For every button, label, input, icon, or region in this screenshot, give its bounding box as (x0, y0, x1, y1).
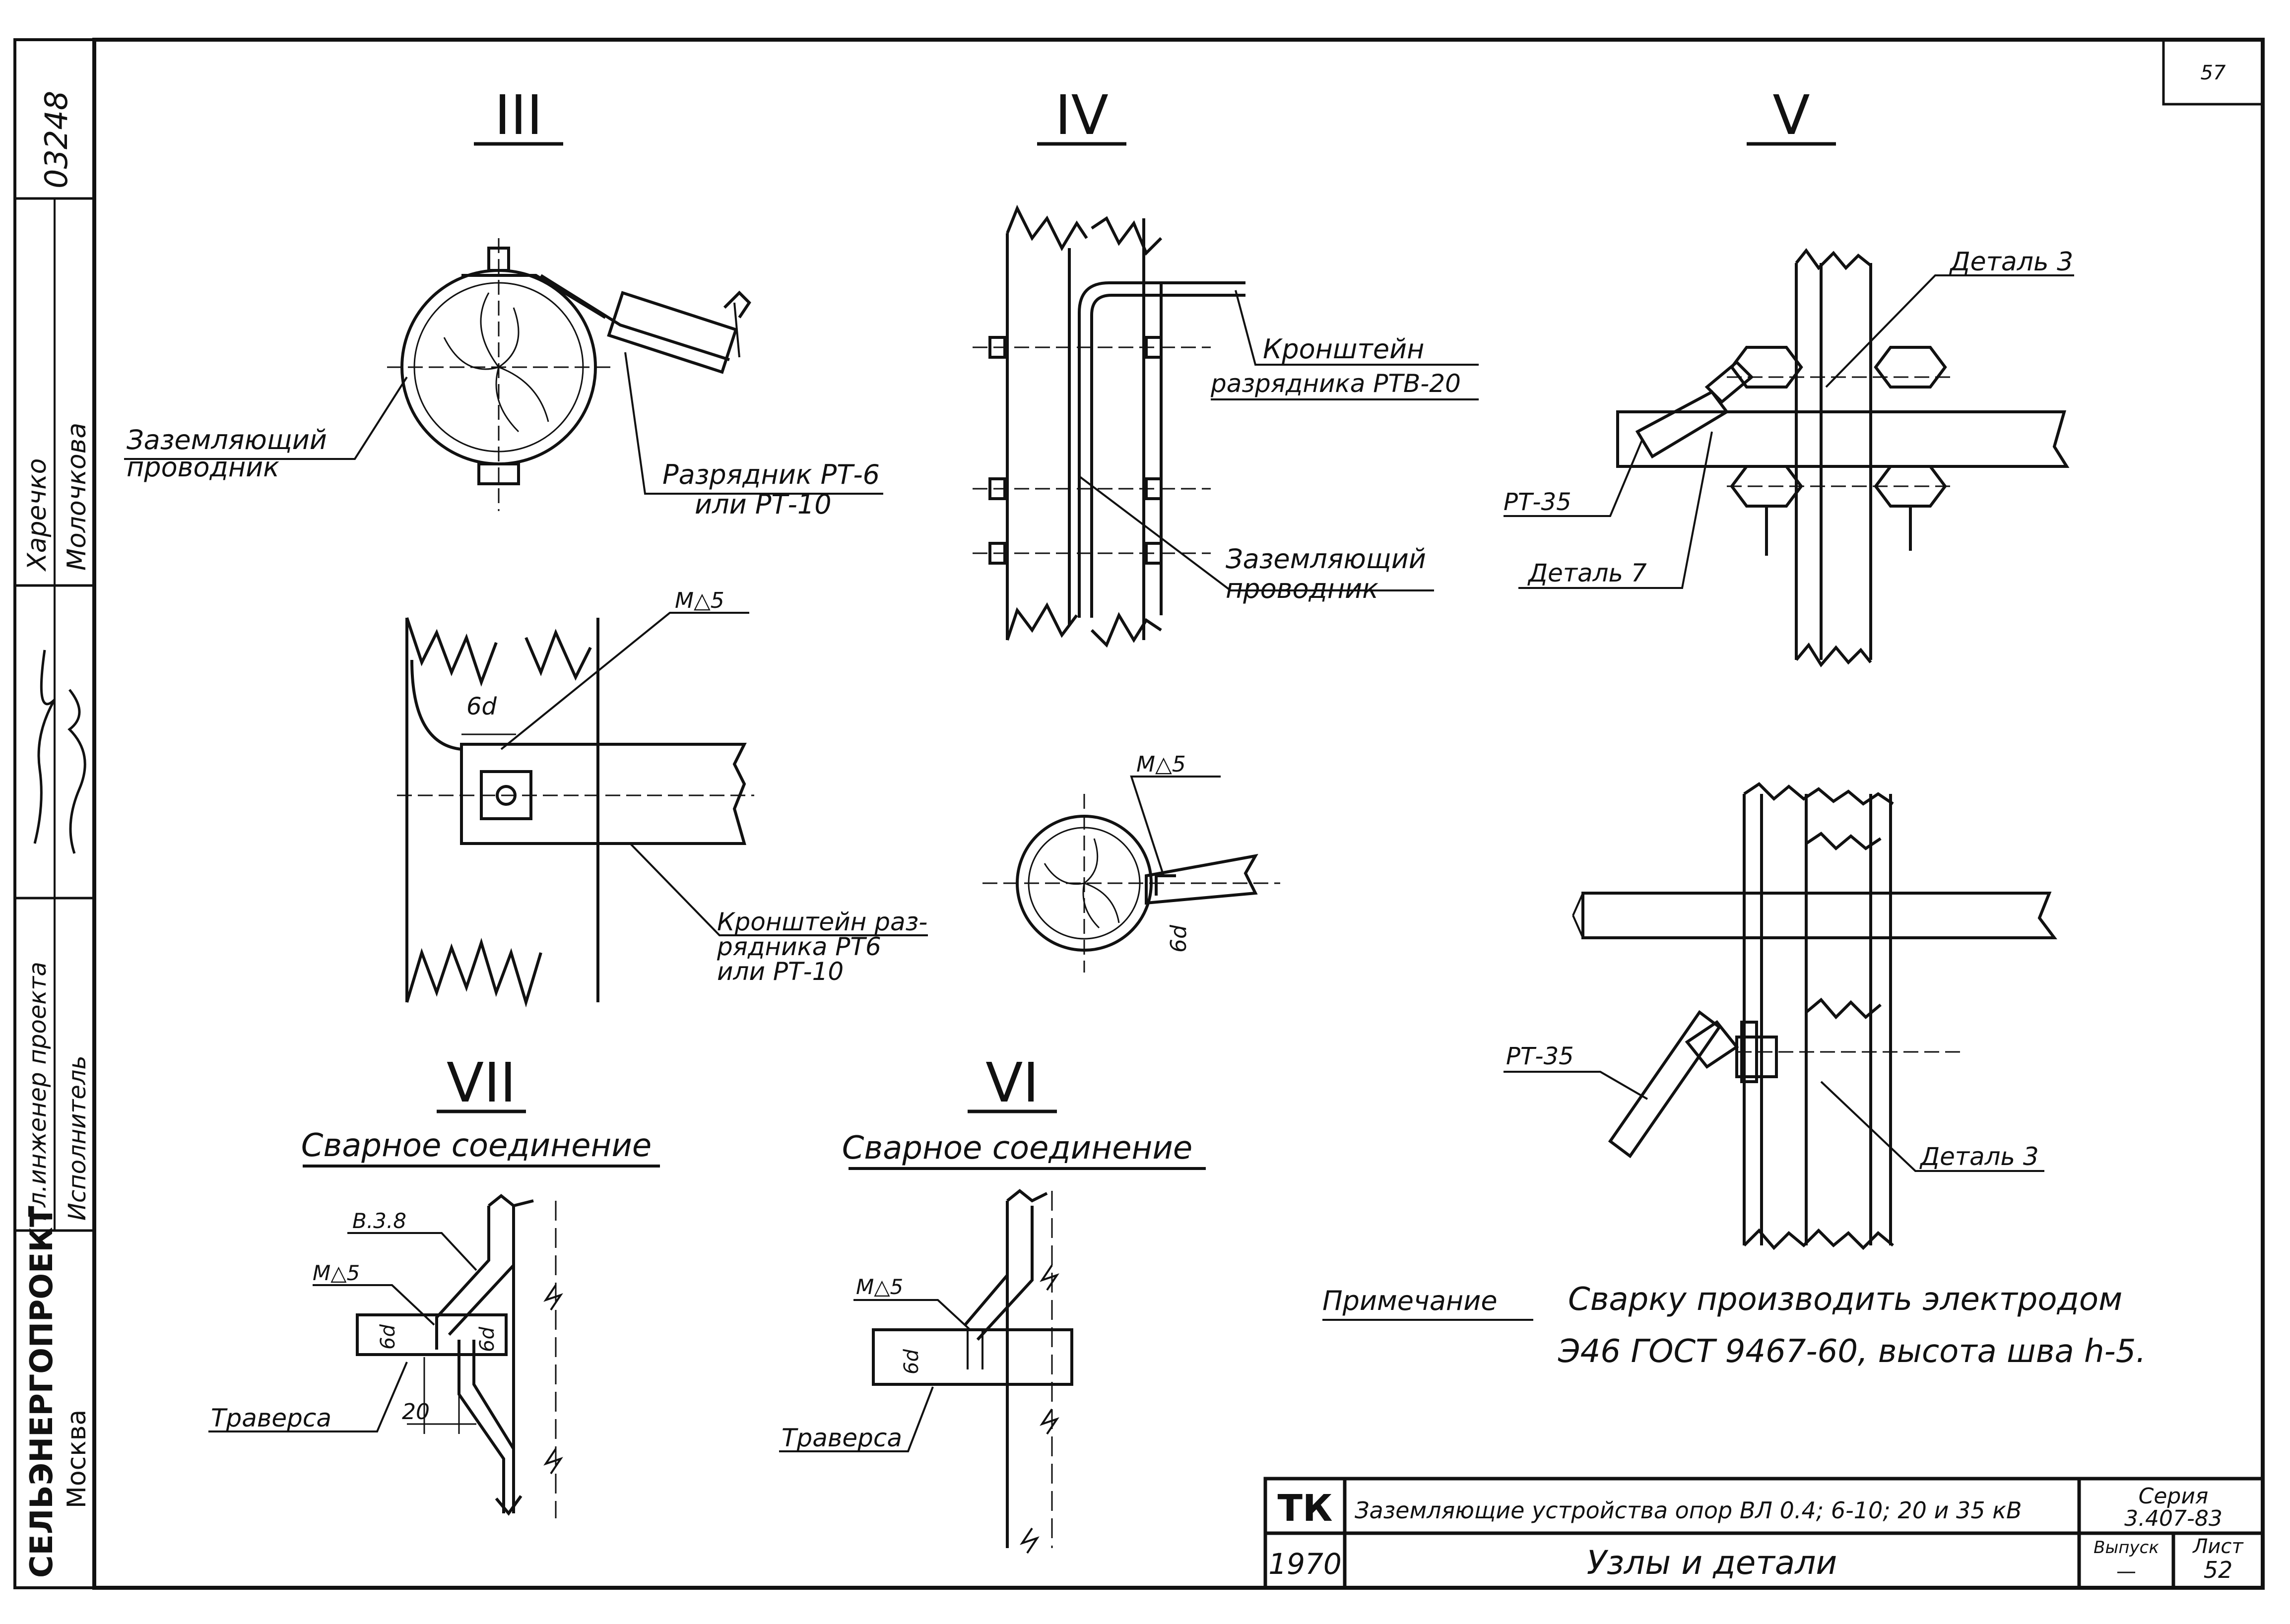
view-v-lower-leaders (1504, 1071, 2044, 1172)
sheet-frame (13, 38, 2265, 1590)
view-iv-drawing (973, 204, 1245, 648)
title-block-issue-label: Выпуск (2094, 1538, 2159, 1558)
view-title-v: V (1772, 83, 1810, 147)
view-title-vi: VI (985, 1051, 1039, 1114)
view-title-iv: IV (1055, 83, 1109, 147)
label-vi-6d: 6d (900, 1349, 923, 1374)
round-section-leader (1130, 776, 1221, 876)
label-rt35-bottom: РТ-35 (1506, 1042, 1574, 1070)
page-number: 57 (2201, 62, 2226, 84)
view-weld-detail-leaders (500, 612, 928, 936)
view-title-iii: III (494, 83, 542, 147)
view-headers (437, 142, 1836, 1113)
label-rt35-top: РТ-35 (1504, 488, 1571, 516)
view-iii-drawing (387, 238, 751, 511)
stamp-name-top: Харечко (22, 458, 52, 572)
label-bracket-iv-2: разрядника РТВ-20 (1210, 369, 1461, 398)
label-arrester-1: Разрядник РТ-6 (662, 459, 880, 490)
view-vi-leaders (779, 1299, 971, 1452)
label-weld-6d-b: 6d (1166, 924, 1191, 953)
label-vii-20: 20 (402, 1399, 430, 1425)
view-vii-leaders (208, 1232, 477, 1432)
title-block-title: Заземляющие устройства опор ВЛ 0.4; 6-10… (1355, 1497, 2022, 1524)
title-block (1263, 1477, 2265, 1590)
subtitle-vii: Сварное соединение (301, 1127, 652, 1164)
title-block-sheet-value: 52 (2204, 1557, 2233, 1583)
label-bracket-mid-2: рядника РТ6 (717, 932, 881, 961)
subtitle-vi: Сварное соединение (842, 1130, 1193, 1167)
stamp-role-bottom: Исполнитель (64, 1055, 91, 1221)
title-block-year: 1970 (1268, 1547, 1342, 1581)
label-grounding-conductor-2: проводник (127, 452, 279, 483)
title-block-tk: ТК (1278, 1487, 1333, 1530)
label-vi-m5: M△5 (856, 1275, 903, 1299)
title-block-subtitle: Узлы и детали (1587, 1544, 1837, 1582)
label-grounding-iv-1: Заземляющий (1226, 543, 1426, 575)
view-iv-leaders (1078, 290, 1479, 591)
stamp-name-bottom: Молочкова (62, 423, 92, 571)
label-weld-m5-b: M△5 (1136, 752, 1186, 777)
view-v-upper-drawing (1616, 248, 2070, 668)
label-bracket-iv-1: Кронштейн (1263, 333, 1424, 365)
label-vi-traverse: Траверса (782, 1424, 902, 1452)
label-arrester-2: или РТ-10 (695, 489, 832, 520)
stamp-city: Москва (62, 1410, 92, 1508)
label-bracket-mid-1: Кронштейн раз- (717, 908, 927, 936)
view-v-lower-drawing (1572, 782, 2057, 1250)
label-weld-m5-a: M△5 (675, 588, 724, 613)
signature-bottom (67, 689, 86, 854)
label-vii-6d-left: 6d (377, 1324, 399, 1350)
stamp-org: СЕЛЬЭНЕРГОПРОЕКТ (23, 1206, 60, 1578)
note-line-2: Э46 ГОСТ 9467-60, высота шва h-5. (1558, 1333, 2146, 1370)
label-vii-m5: M△5 (313, 1261, 360, 1285)
view-weld-detail-drawing (397, 617, 754, 1008)
view-v-upper-leaders (1504, 274, 2074, 589)
view-vi-drawing (872, 1189, 1073, 1554)
label-bracket-mid-3: или РТ-10 (717, 957, 844, 986)
stamp-code: 03248 (38, 91, 74, 189)
label-grounding-iv-2: проводник (1226, 573, 1378, 604)
label-detail3-bottom: Деталь 3 (1919, 1142, 2039, 1171)
view-title-vii: VII (447, 1051, 516, 1114)
label-vii-traverse: Траверса (211, 1404, 331, 1432)
label-detail7: Деталь 7 (1527, 559, 1647, 587)
view-round-section-drawing (982, 794, 1280, 973)
label-vii-b38: В.3.8 (352, 1209, 406, 1233)
signature-top (33, 650, 56, 844)
stamp-role-top: Гл.инженер проекта (24, 962, 52, 1221)
label-grounding-conductor-1: Заземляющий (127, 424, 327, 455)
title-block-sheet-label: Лист (2192, 1535, 2244, 1558)
view-vii-drawing (356, 1194, 563, 1518)
label-vii-6d-right: 6d (476, 1327, 499, 1352)
title-block-issue-value: — (2116, 1560, 2136, 1583)
title-block-series-value: 3.407-83 (2124, 1506, 2223, 1531)
note-title: Примечание (1322, 1285, 1498, 1316)
label-weld-6d-a: 6d (466, 693, 497, 720)
view-iii-leaders (124, 352, 883, 495)
label-detail3-top: Деталь 3 (1949, 247, 2073, 277)
side-stamp: 03248 Харечко Молочкова Гл.инженер проек… (22, 91, 92, 1578)
note-line-1: Сварку производить электродом (1568, 1281, 2122, 1318)
title-block-series-label: Серия (2139, 1484, 2209, 1509)
